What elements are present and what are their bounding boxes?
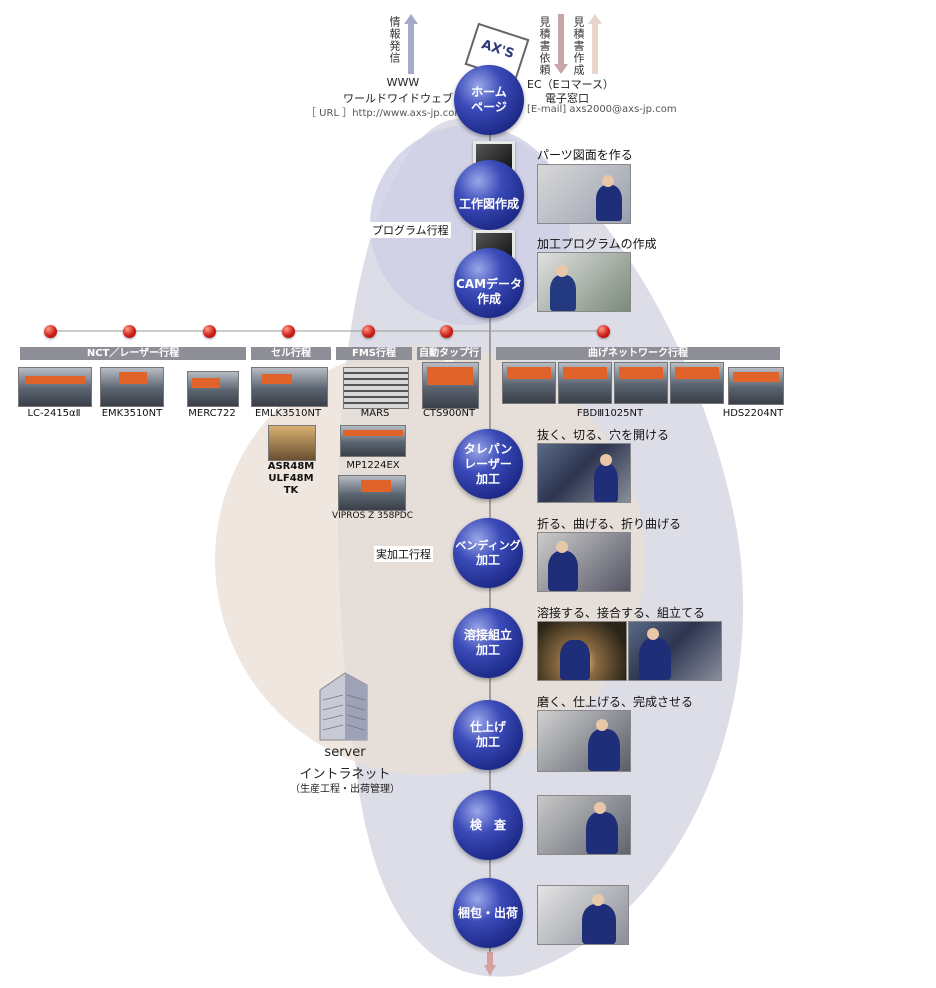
task-bending: 折る、曲げる、折り曲げる — [537, 517, 682, 531]
www-label: WWW — [386, 76, 420, 89]
machine-label: VIPROS Z 358PDC — [332, 511, 413, 521]
step-drawing[interactable]: 工作図作成 — [454, 160, 524, 230]
real-tag: 実加工行程 — [374, 546, 433, 562]
machine-label: FBDⅢ1025NT — [576, 408, 644, 419]
logo-text: AX'S — [479, 37, 516, 62]
step-cam[interactable]: CAMデータ 作成 — [454, 248, 524, 318]
process-dot — [282, 325, 295, 338]
process-dot — [597, 325, 610, 338]
step-welding[interactable]: 溶接組立 加工 — [453, 608, 523, 678]
step-bending[interactable]: ベンディング 加工 — [453, 518, 523, 588]
machine-label: MP1224EX — [346, 460, 400, 471]
band-auto-tap: 自動タップ行程 — [417, 347, 481, 372]
photo-drawing — [537, 164, 631, 224]
machine-image — [728, 367, 784, 405]
step-turret-laser[interactable]: タレパン レーザー 加工 — [453, 429, 523, 499]
machine-image — [502, 362, 556, 404]
ec-label: EC（Eコマース） — [527, 78, 615, 91]
bottom-arrow — [484, 965, 496, 976]
machine-label: EMK3510NT — [101, 408, 163, 419]
machine-label: EMLK3510NT — [254, 408, 322, 419]
machine-image — [251, 367, 328, 407]
program-tag: プログラム行程 — [370, 222, 451, 238]
request-arrow-down — [554, 14, 568, 74]
info-arrow-up — [404, 14, 418, 74]
process-dot — [440, 325, 453, 338]
photo-finishing — [537, 710, 631, 772]
machine-label: MERC722 — [188, 408, 236, 419]
step-finishing[interactable]: 仕上げ 加工 — [453, 700, 523, 770]
ec-sub-label: 電子窓口 — [545, 92, 589, 105]
step-homepage[interactable]: ホーム ページ — [454, 65, 524, 135]
machine-label: ULF48M — [268, 473, 314, 484]
band-bending-network: 曲げネットワーク行程 — [496, 347, 780, 360]
server-sub: （生産工程・出荷管理） — [290, 784, 400, 795]
server-name: イントラネット — [299, 767, 391, 782]
machine-label: MARS — [360, 408, 390, 419]
band-cell: セル行程 — [251, 347, 331, 360]
band-nct-laser: NCT／レーザー行程 — [20, 347, 246, 360]
machine-image — [100, 367, 164, 407]
machine-image — [343, 367, 409, 409]
task-drawing: パーツ図面を作る — [537, 148, 633, 162]
machine-image — [670, 362, 724, 404]
email-link[interactable]: [E-mail] axs2000@axs-jp.com — [527, 104, 677, 115]
task-turret: 抜く、切る、穴を開ける — [537, 428, 670, 442]
create-vertical-text: 見積書作成 — [572, 16, 585, 76]
step-inspection[interactable]: 検 査 — [453, 790, 523, 860]
photo-shipping — [537, 885, 629, 945]
request-vertical-text: 見積書依頼 — [538, 16, 551, 76]
machine-image — [18, 367, 92, 407]
www-sub-label: ワールドワイドウェブ — [343, 92, 453, 105]
process-dot — [44, 325, 57, 338]
machine-image — [558, 362, 612, 404]
task-cam: 加工プログラムの作成 — [537, 237, 657, 251]
photo-welding-2 — [628, 621, 722, 681]
machine-image — [614, 362, 668, 404]
process-dot — [362, 325, 375, 338]
task-welding: 溶接する、接合する、組立てる — [537, 606, 706, 620]
photo-bending — [537, 532, 631, 592]
band-fms: FMS行程 — [336, 347, 412, 360]
url-link[interactable]: ［ URL ］http://www.axs-jp.com — [306, 108, 465, 119]
photo-inspection — [537, 795, 631, 855]
server-title: server — [324, 745, 366, 760]
server-building-icon — [319, 672, 368, 741]
photo-turret — [537, 443, 631, 503]
machine-image — [338, 475, 406, 511]
machine-image — [340, 425, 406, 457]
task-finishing: 磨く、仕上げる、完成させる — [537, 695, 694, 709]
step-shipping[interactable]: 梱包・出荷 — [453, 878, 523, 948]
photo-welding-1 — [537, 621, 627, 681]
machine-label: HDS2204NT — [722, 408, 784, 419]
photo-cam — [537, 252, 631, 312]
machine-label: CTS900NT — [422, 408, 476, 419]
process-dot — [123, 325, 136, 338]
machine-image — [422, 362, 479, 409]
machine-image — [268, 425, 316, 461]
machine-label: ASR48M — [267, 461, 315, 472]
process-dot — [203, 325, 216, 338]
machine-image — [187, 371, 239, 407]
machine-label: TK — [283, 485, 299, 496]
create-arrow-up — [588, 14, 602, 74]
info-vertical-text: 情報発信 — [388, 16, 401, 64]
machine-label: LC-2415αⅡ — [27, 408, 81, 419]
